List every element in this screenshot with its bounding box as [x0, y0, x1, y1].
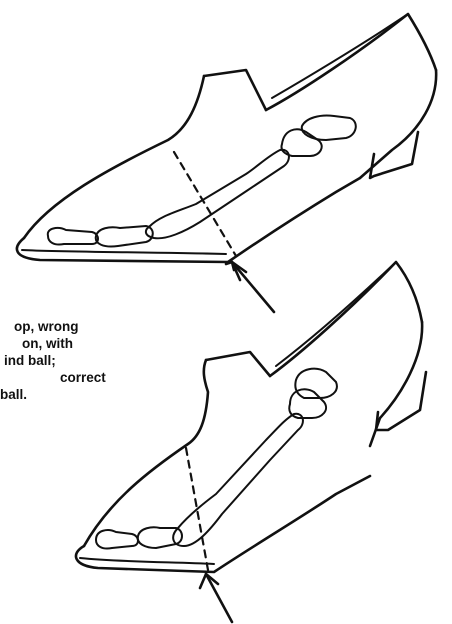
top-shoe-throat [204, 70, 266, 110]
top-shoe-heel [370, 132, 418, 178]
top-shoe-collar [266, 14, 436, 110]
diagram-caption: op, wrong on, with ind ball; correct bal… [0, 318, 196, 403]
caption-line-5: ball. [0, 386, 196, 403]
bottom-shoe-sole [76, 476, 370, 572]
top-shoe-arrow-shaft [232, 262, 274, 312]
top-shoe-welt [22, 250, 226, 254]
top-shoe-toe-bone-2 [96, 226, 153, 247]
top-shoe-arrow-head [226, 262, 246, 280]
bottom-shoe-arrow-shaft [206, 574, 232, 622]
top-shoe-toe-bone-1 [48, 228, 98, 245]
top-shoe [17, 14, 436, 312]
caption-line-4: correct [0, 369, 196, 386]
bottom-shoe-collar [270, 262, 422, 376]
bottom-shoe-collar-inner [276, 262, 396, 366]
bottom-shoe-heel-back [370, 322, 422, 446]
top-shoe-collar-inner [272, 14, 408, 98]
caption-line-1: op, wrong [0, 318, 196, 335]
bottom-shoe-throat [206, 352, 270, 376]
bottom-shoe-heel [376, 372, 426, 430]
caption-line-3: ind ball; [0, 352, 196, 369]
bottom-shoe [76, 262, 426, 622]
bottom-shoe-toe-bone-1 [96, 530, 138, 548]
bottom-shoe-welt [80, 558, 214, 564]
top-shoe-sole [17, 178, 360, 262]
top-shoe-heel-bone [302, 115, 356, 140]
caption-line-2: on, with [0, 335, 196, 352]
